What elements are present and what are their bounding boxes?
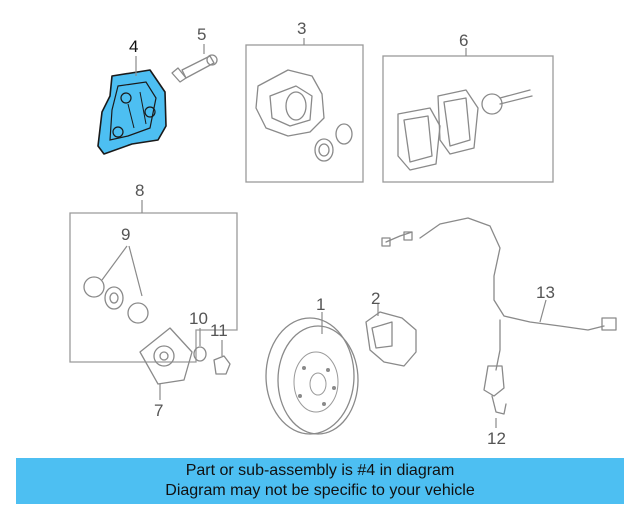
part-8-box: [69, 212, 238, 363]
part-2-splash-shield[interactable]: [365, 311, 417, 367]
banner-line-2: Diagram may not be specific to your vehi…: [165, 482, 475, 499]
callout-12[interactable]: 12: [487, 429, 506, 448]
part-7-hub[interactable]: [139, 327, 193, 385]
callout-8[interactable]: 8: [135, 181, 144, 200]
callout-2[interactable]: 2: [371, 289, 380, 308]
part-13-abs-harness[interactable]: [381, 217, 617, 371]
callout-9-leader-a: [101, 245, 128, 281]
callout-9-leader-b: [128, 245, 143, 297]
callout-3[interactable]: 3: [297, 19, 306, 38]
banner-line-1: Part or sub-assembly is #4 in diagram: [185, 462, 455, 479]
callout-4[interactable]: 4: [129, 37, 138, 56]
callout-13-leader: [539, 299, 547, 323]
info-banner: Part or sub-assembly is #4 in diagram Di…: [16, 458, 624, 504]
part-11-nut[interactable]: [213, 355, 231, 375]
part-12-abs-sensor[interactable]: [483, 365, 507, 415]
callout-1[interactable]: 1: [316, 295, 325, 314]
callout-13[interactable]: 13: [536, 283, 555, 302]
callout-9[interactable]: 9: [121, 225, 130, 244]
part-10-washer[interactable]: [193, 346, 207, 362]
callout-11[interactable]: 11: [210, 321, 228, 340]
part-1-rotor[interactable]: [265, 317, 359, 435]
part-9-snap-rings-bearing[interactable]: [83, 276, 149, 324]
part-5-guide-pin[interactable]: [171, 54, 218, 83]
callout-7[interactable]: 7: [154, 401, 163, 420]
part-6-brake-pads[interactable]: [397, 89, 533, 171]
callout-10[interactable]: 10: [189, 309, 208, 328]
part-6-box: [382, 55, 554, 183]
part-3-caliper[interactable]: [255, 69, 353, 162]
callout-6[interactable]: 6: [459, 31, 468, 50]
callout-5[interactable]: 5: [197, 25, 206, 44]
part-4-caliper-bracket[interactable]: [97, 69, 167, 155]
